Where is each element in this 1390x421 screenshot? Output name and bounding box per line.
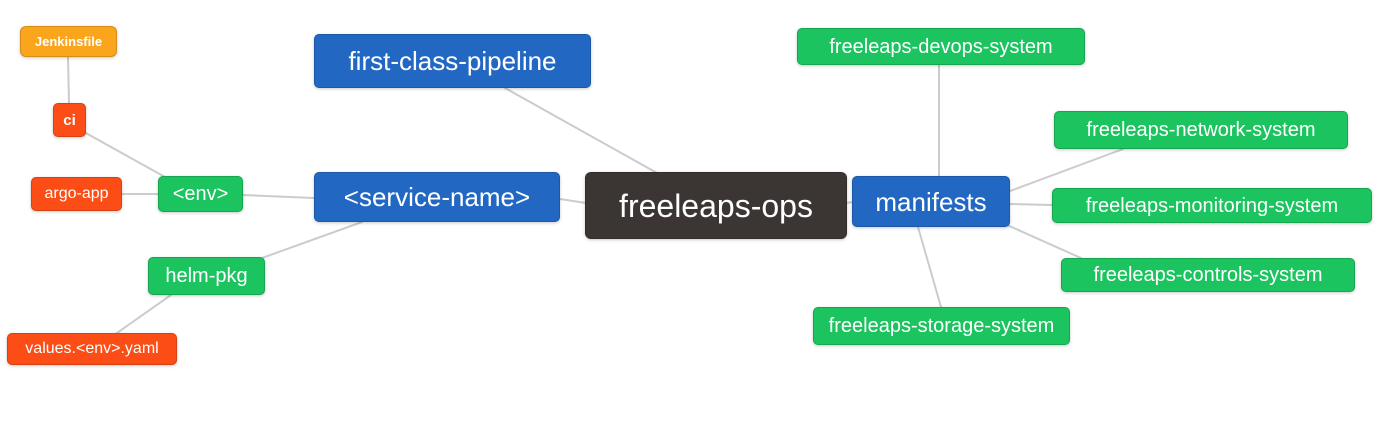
node-ci[interactable]: ci	[53, 103, 86, 137]
node-label: <service-name>	[343, 182, 531, 212]
edge-manifests-controls	[1006, 224, 1082, 259]
node-env[interactable]: <env>	[158, 176, 243, 212]
node-label: freeleaps-devops-system	[829, 35, 1053, 58]
edge-manifests-monitoring	[1009, 203, 1053, 206]
node-label: freeleaps-network-system	[1086, 119, 1316, 141]
node-freeleaps-controls-system[interactable]: freeleaps-controls-system	[1061, 258, 1355, 292]
node-values-env-yaml[interactable]: values.<env>.yaml	[7, 333, 177, 365]
node-label: manifests	[875, 186, 987, 217]
node-freeleaps-monitoring-system[interactable]: freeleaps-monitoring-system	[1052, 188, 1372, 223]
node-label: freeleaps-ops	[619, 187, 813, 224]
node-freeleaps-network-system[interactable]: freeleaps-network-system	[1054, 111, 1348, 149]
node-service-name[interactable]: <service-name>	[314, 172, 560, 222]
edge-freeleaps-ops-manifests	[845, 201, 854, 204]
edge-helm-pkg-service-name	[261, 221, 363, 259]
node-first-class-pipeline[interactable]: first-class-pipeline	[314, 34, 591, 88]
node-jenkinsfile[interactable]: Jenkinsfile	[20, 26, 117, 57]
node-manifests[interactable]: manifests	[852, 176, 1010, 227]
node-label: freeleaps-monitoring-system	[1085, 194, 1339, 217]
edge-ci-env	[83, 131, 166, 178]
edge-service-name-freeleaps-ops	[559, 198, 587, 204]
edge-pipeline-freeleaps-ops	[504, 87, 658, 174]
edge-manifests-network	[1009, 148, 1124, 192]
edge-manifests-storage	[917, 226, 942, 308]
edge-env-service-name	[242, 194, 315, 199]
node-label: ci	[63, 111, 76, 129]
node-label: freeleaps-storage-system	[828, 315, 1055, 337]
node-label: <env>	[172, 183, 229, 205]
node-freeleaps-ops-root[interactable]: freeleaps-ops	[585, 172, 847, 239]
node-freeleaps-devops-system[interactable]: freeleaps-devops-system	[797, 28, 1085, 65]
node-label: first-class-pipeline	[348, 46, 557, 76]
node-freeleaps-storage-system[interactable]: freeleaps-storage-system	[813, 307, 1070, 345]
node-label: values.<env>.yaml	[25, 340, 159, 357]
node-label: argo-app	[44, 185, 109, 202]
node-argo-app[interactable]: argo-app	[31, 177, 122, 211]
edge-jenkinsfile-ci	[67, 56, 70, 104]
edge-values-helm-pkg	[116, 294, 172, 334]
node-label: freeleaps-controls-system	[1093, 264, 1323, 286]
node-label: helm-pkg	[165, 265, 248, 287]
node-label: Jenkinsfile	[34, 34, 103, 49]
node-helm-pkg[interactable]: helm-pkg	[148, 257, 265, 295]
